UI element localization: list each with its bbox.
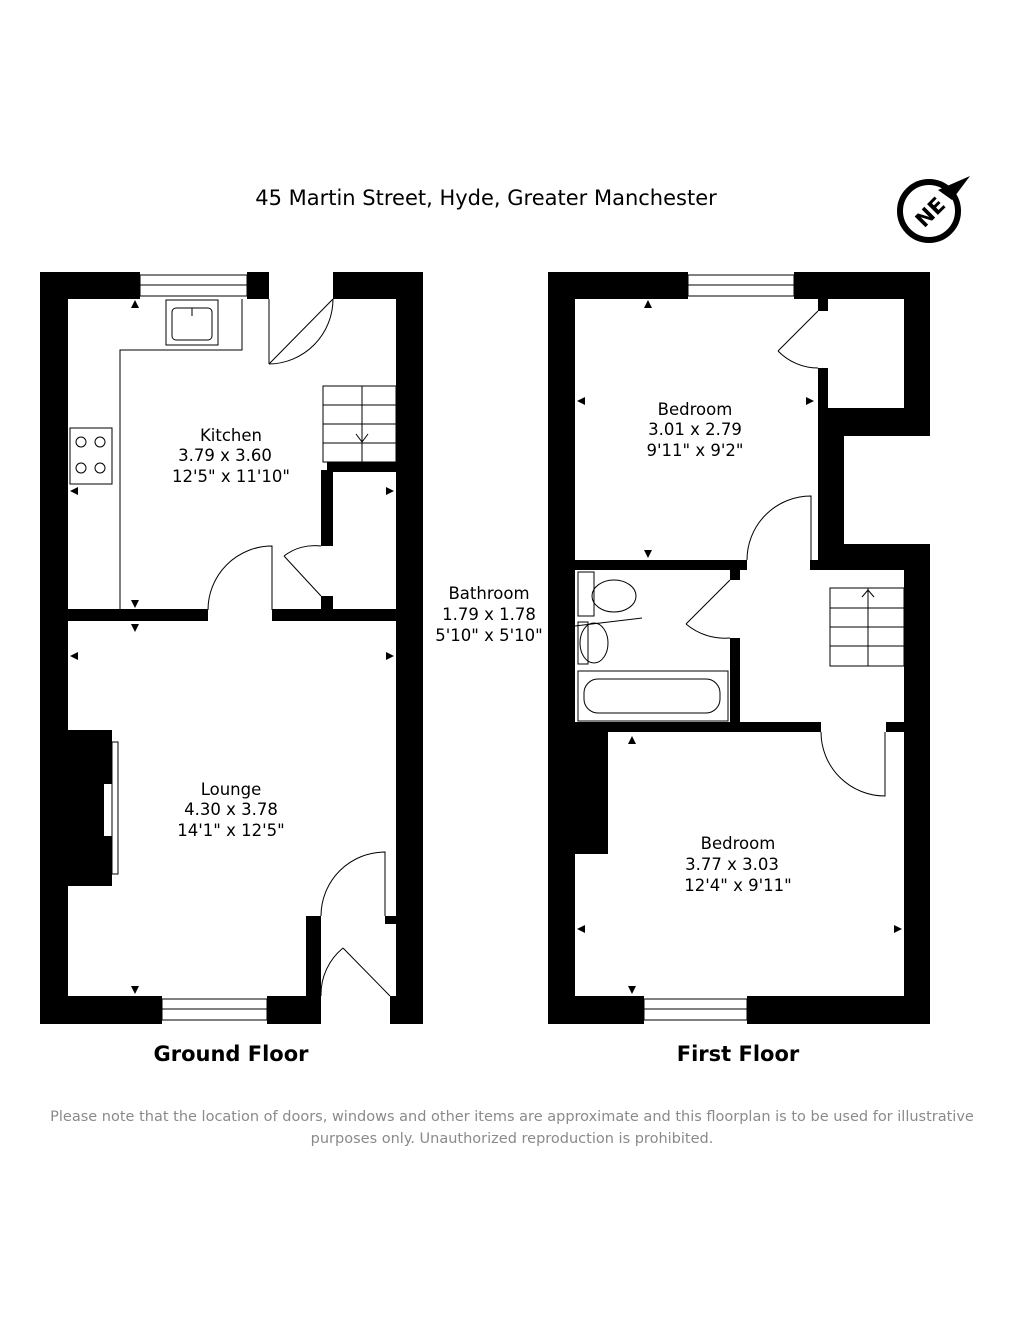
bedroom2-name: Bedroom [701,834,776,853]
first-floor-label: First Floor [677,1042,800,1066]
kitchen-imperial: 12'5" x 11'10" [172,467,290,486]
bedroom2-metric: 3.77 x 3.03 [685,855,779,874]
disclaimer: Please note that the location of doors, … [0,1106,1024,1150]
lounge-name: Lounge [201,780,262,799]
bathroom-metric: 1.79 x 1.78 [442,605,536,624]
disclaimer-line-2: purposes only. Unauthorized reproduction… [310,1131,714,1147]
bedroom1-name: Bedroom [658,400,733,419]
bedroom2-imperial: 12'4" x 9'11" [684,876,792,895]
compass-label: NE [911,193,951,233]
kitchen-name: Kitchen [200,426,262,445]
first-floor-plan [548,272,930,1024]
bedroom1-metric: 3.01 x 2.79 [648,420,742,439]
ground-floor-label: Ground Floor [153,1042,309,1066]
ground-floor-plan [40,272,423,1024]
compass-icon: NE [897,176,970,243]
property-address-title: 45 Martin Street, Hyde, Greater Manchest… [255,186,717,210]
lounge-imperial: 14'1" x 12'5" [177,821,285,840]
bathroom-name: Bathroom [448,584,529,603]
bedroom1-imperial: 9'11" x 9'2" [647,441,744,460]
bathroom-imperial: 5'10" x 5'10" [435,626,543,645]
kitchen-metric: 3.79 x 3.60 [178,446,272,465]
disclaimer-line-1: Please note that the location of doors, … [50,1109,974,1125]
lounge-metric: 4.30 x 3.78 [184,800,278,819]
